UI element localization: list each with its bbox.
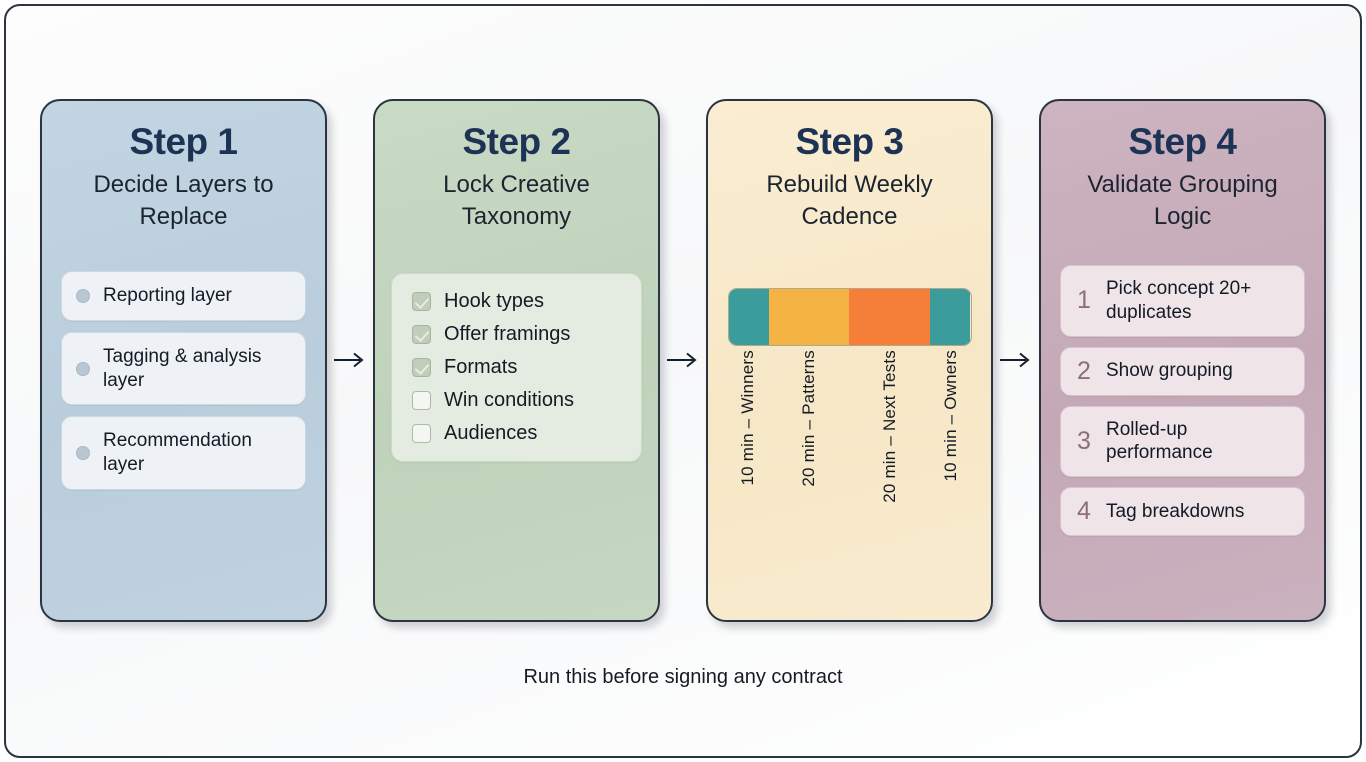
steps-row: Step 1 Decide Layers to Replace Reportin… [6, 6, 1360, 640]
bar-segment-label-text: 20 min – Next Tests [880, 350, 900, 503]
step-title-2: Step 2 [462, 120, 571, 162]
item-label: Show grouping [1106, 360, 1233, 382]
step-title-4: Step 4 [1128, 120, 1237, 162]
step-subtitle-4: Validate Grouping Logic [1087, 171, 1278, 231]
bar-segment-label-text: 10 min – Owners [941, 350, 961, 482]
stacked-bar-labels: 10 min – Winners 20 min – Patterns 20 min … [728, 350, 972, 515]
validation-step-list: 1 Pick concept 20+ duplicates 2 Show gro… [1057, 265, 1308, 537]
checkbox-label: Hook types [444, 290, 545, 313]
item-label: Rolled-up performance [1106, 418, 1213, 464]
bar-segment-label-text: 20 min – Patterns [798, 350, 818, 487]
list-item[interactable]: 1 Pick concept 20+ duplicates [1060, 265, 1305, 337]
chip-label: Reporting layer [103, 285, 232, 307]
step-subtitle-1: Decide Layers to Replace [93, 171, 274, 231]
item-number: 3 [1077, 426, 1091, 455]
stacked-bar [727, 288, 972, 347]
bar-segment-label: 20 min – Patterns [768, 350, 849, 515]
checkbox-unchecked-icon[interactable] [412, 391, 431, 411]
checkbox-unchecked-icon[interactable] [412, 424, 431, 444]
item-label: Tag breakdowns [1106, 500, 1245, 522]
bar-segment [768, 289, 850, 346]
arrow-right-icon-2 [660, 99, 706, 622]
footer: Run this before signing any contract [6, 640, 1360, 756]
list-item[interactable]: 4 Tag breakdowns [1060, 487, 1305, 537]
bullet-dot-icon [76, 361, 90, 376]
bullet-dot-icon [76, 446, 90, 461]
arrow-right-icon-3 [993, 99, 1039, 622]
checkbox-label: Audiences [444, 422, 538, 445]
cadence-chart: 10 min – Winners 20 min – Patterns 20 min … [727, 288, 972, 515]
checkbox-checked-icon[interactable] [412, 358, 431, 378]
footer-caption: Run this before signing any contract [523, 666, 843, 688]
list-item[interactable]: 2 Show grouping [1060, 346, 1305, 396]
list-item[interactable]: Recommendation layer [61, 416, 306, 490]
list-item[interactable]: 3 Rolled-up performance [1060, 405, 1305, 478]
arrow-right-icon-1 [327, 99, 373, 622]
checkbox-label: Offer framings [444, 323, 571, 346]
list-item[interactable]: Audiences [412, 422, 627, 445]
step-title-3: Step 3 [795, 120, 904, 162]
list-item[interactable]: Offer framings [412, 323, 627, 346]
bullet-dot-icon [76, 289, 90, 304]
list-item[interactable]: Win conditions [412, 389, 627, 412]
checkbox-checked-icon[interactable] [412, 325, 431, 345]
bar-segment-label: 20 min – Next Tests [849, 350, 930, 515]
item-number: 4 [1077, 497, 1091, 526]
list-item[interactable]: Tagging & analysis layer [61, 331, 306, 406]
bar-segment-label: 10 min – Owners [931, 350, 972, 515]
step-card-4[interactable]: Step 4 Validate Grouping Logic 1 Pick co… [1039, 98, 1326, 622]
layer-chip-list: Reporting layer Tagging & analysis layer… [58, 271, 309, 490]
bar-segment-label-text: 10 min – Winners [737, 350, 757, 486]
checkbox-label: Formats [444, 356, 518, 379]
step-title-1: Step 1 [129, 120, 238, 162]
list-item[interactable]: Reporting layer [61, 271, 306, 321]
step-subtitle-2: Lock Creative Taxonomy [443, 171, 590, 231]
bar-segment-label: 10 min – Winners [728, 350, 769, 515]
step-card-1[interactable]: Step 1 Decide Layers to Replace Reportin… [40, 98, 327, 622]
list-item[interactable]: Hook types [412, 290, 627, 313]
taxonomy-checklist: Hook types Offer framings Formats Win co… [391, 273, 642, 463]
bar-segment [728, 289, 769, 346]
step-card-2[interactable]: Step 2 Lock Creative Taxonomy Hook types… [373, 98, 660, 622]
bar-segment [930, 289, 971, 346]
chip-label: Tagging & analysis layer [103, 345, 262, 391]
item-number: 2 [1077, 356, 1091, 385]
diagram-board: Step 1 Decide Layers to Replace Reportin… [6, 6, 1360, 756]
bar-segment [849, 289, 931, 346]
step-subtitle-3: Rebuild Weekly Cadence [766, 171, 933, 231]
checkbox-checked-icon[interactable] [412, 292, 431, 312]
list-item[interactable]: Formats [412, 356, 627, 379]
item-number: 1 [1077, 286, 1091, 315]
diagram-frame: Step 1 Decide Layers to Replace Reportin… [4, 4, 1362, 758]
step-card-3[interactable]: Step 3 Rebuild Weekly Cadence 10 min – W… [706, 98, 993, 622]
chip-label: Recommendation layer [103, 430, 252, 476]
item-label: Pick concept 20+ duplicates [1106, 278, 1252, 323]
checkbox-label: Win conditions [444, 389, 575, 412]
